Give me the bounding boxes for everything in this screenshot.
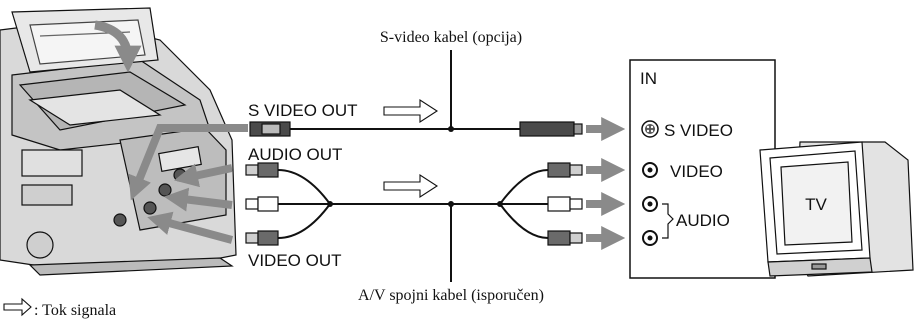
legend-flow-arrow — [3, 297, 32, 317]
tv-label: TV — [805, 195, 827, 214]
s-video-plug-right — [519, 121, 583, 137]
av-plug-right-1 — [547, 162, 583, 178]
s-video-out-label: S VIDEO OUT — [248, 101, 358, 120]
left-plugs — [245, 121, 291, 246]
video-out-label: VIDEO OUT — [248, 251, 342, 270]
audio-jack-icon-top — [642, 196, 658, 212]
av-left-fan-top — [277, 169, 331, 205]
audio-bracket — [662, 203, 674, 239]
tv-in-label: IN — [640, 69, 657, 88]
tv-audio-label: AUDIO — [676, 211, 730, 230]
signal-flow-arrows — [3, 98, 439, 317]
av-flow-arrow — [383, 173, 439, 199]
av-left-fan-bottom — [277, 203, 331, 239]
audio-jack-icon-bottom — [642, 230, 658, 246]
av-right-fan-top — [499, 169, 549, 205]
audio-jack-arrow-1 — [174, 163, 233, 188]
av-cable-label: A/V spojni kabel (isporučen) — [358, 287, 544, 304]
tv-set — [759, 141, 914, 277]
s-video-flow-arrow — [383, 98, 439, 124]
cable-junction-dots — [327, 126, 503, 207]
camcorder-illustration — [0, 7, 237, 276]
tv-input-panel — [629, 59, 776, 279]
video-jack-icon — [642, 162, 658, 178]
legend-label: : Tok signala — [34, 302, 116, 319]
s-video-jack-arrow — [128, 124, 248, 201]
camera-jack-arrows — [128, 124, 248, 244]
s-video-cable-label: S-video kabel (opcija) — [380, 29, 522, 46]
av-plug-left-2 — [245, 196, 279, 212]
audio-jack-arrow-2 — [163, 187, 233, 212]
tv-s-video-label: S VIDEO — [664, 121, 733, 140]
audio-out-label: AUDIO OUT — [248, 145, 342, 164]
s-video-jack-icon — [641, 120, 659, 138]
right-plugs — [519, 121, 583, 246]
av-plug-left-3 — [245, 230, 279, 246]
lid-open-arrow — [94, 20, 142, 73]
av-plug-right-3 — [547, 230, 583, 246]
tv-input-arrows — [586, 117, 626, 250]
video-jack-arrow — [147, 211, 234, 244]
tv-video-label: VIDEO — [670, 162, 723, 181]
av-plug-right-2 — [547, 196, 583, 212]
av-plug-left-1 — [245, 162, 279, 178]
av-right-fan-bottom — [499, 203, 549, 239]
s-video-plug-left — [249, 121, 291, 137]
cables — [277, 50, 549, 282]
